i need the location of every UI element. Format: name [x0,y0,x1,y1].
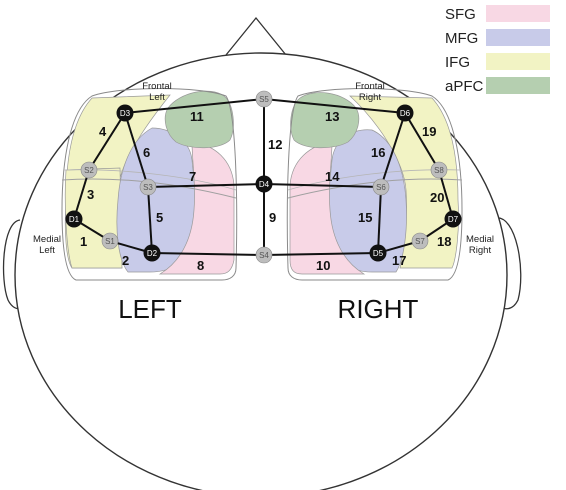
channel-line-13 [263,98,406,114]
legend-swatch-mfg [486,29,550,46]
svg-text:S6: S6 [376,183,386,192]
svg-text:D7: D7 [448,215,459,224]
detector-d5: D5 [369,244,387,262]
channel-number-7: 7 [189,169,196,184]
channel-line-8 [151,252,265,256]
channel-number-17: 17 [392,253,406,268]
legend-swatch-ifg [486,53,550,70]
left-mfg-region [116,127,197,273]
svg-text:S3: S3 [143,183,153,192]
channel-number-8: 8 [197,258,204,273]
svg-text:D6: D6 [400,109,411,118]
legend-swatch-apfc [486,77,550,94]
channel-line-4 [88,112,126,171]
medial-left-label-1: Medial [33,234,61,245]
nose-outline [225,16,287,56]
frontal-right-label-1: Frontal [355,81,385,92]
channel-line-14 [263,183,382,188]
region-labels: Frontal Left Frontal Right Medial Left M… [33,81,494,256]
legend-label-sfg: SFG [445,6,476,23]
detectors: D1 D2 D3 D4 D5 D6 D7 [65,104,462,262]
medial-left-label-2: Left [39,245,55,256]
channel-number-20: 20 [430,190,444,205]
channel-line-6 [124,112,149,188]
svg-text:S7: S7 [415,237,425,246]
source-s3: S3 [139,178,157,196]
source-s5: S5 [255,90,273,108]
svg-text:D5: D5 [373,249,384,258]
channel-number-5: 5 [156,210,163,225]
source-s1: S1 [101,232,119,250]
legend-swatch-sfg [486,5,550,22]
svg-text:D4: D4 [259,180,270,189]
source-s2: S2 [80,161,98,179]
channel-line-16 [380,112,406,188]
left-hemisphere-title: LEFT [118,294,182,324]
detector-d3: D3 [116,104,134,122]
source-s6: S6 [372,178,390,196]
channel-line-11 [124,98,265,114]
legend-label-mfg: MFG [445,30,478,47]
channel-number-16: 16 [371,145,385,160]
frontal-left-label-2: Left [149,92,165,103]
channel-number-18: 18 [437,234,451,249]
svg-text:S2: S2 [84,166,94,175]
detector-d4: D4 [255,175,273,193]
channel-number-11: 11 [190,109,204,124]
channel-number-6: 6 [143,145,150,160]
right-hemisphere-outline [286,88,463,281]
svg-text:D3: D3 [120,109,131,118]
channel-number-15: 15 [358,210,372,225]
channel-number-19: 19 [422,124,436,139]
source-s8: S8 [430,161,448,179]
channel-number-2: 2 [122,253,129,268]
svg-text:D2: D2 [147,249,158,258]
legend-label-ifg: IFG [445,54,470,71]
channel-numbers: 1 2 3 4 5 6 7 8 9 10 11 12 13 14 15 16 1… [80,109,451,273]
frontal-left-label-1: Frontal [142,81,172,92]
svg-text:S5: S5 [259,95,269,104]
source-s4: S4 [255,246,273,264]
channel-line-7 [147,183,265,188]
channel-number-13: 13 [325,109,339,124]
frontal-right-label-2: Right [359,92,382,103]
legend: SFG MFG IFG aPFC [445,5,550,95]
channel-number-9: 9 [269,210,276,225]
channel-line-3 [73,169,90,220]
channel-line-5 [147,186,153,254]
right-hemisphere-title: RIGHT [338,294,419,324]
channel-number-1: 1 [80,234,87,249]
sources: S1 S2 S3 S4 S5 S6 S7 S8 [80,90,448,264]
detector-d6: D6 [396,104,414,122]
channel-line-19 [404,112,440,171]
channel-number-3: 3 [87,187,94,202]
svg-text:D1: D1 [69,215,80,224]
channel-line-15 [377,186,382,254]
svg-text:S1: S1 [105,237,115,246]
detector-d1: D1 [65,210,83,228]
left-hemisphere-outline [61,88,238,281]
legend-label-apfc: aPFC [445,78,484,95]
channel-number-10: 10 [316,258,330,273]
medial-right-label-2: Right [469,245,492,256]
svg-text:S8: S8 [434,166,444,175]
medial-right-label-1: Medial [466,234,494,245]
detector-d2: D2 [143,244,161,262]
channel-number-12: 12 [268,137,282,152]
channel-number-14: 14 [325,169,340,184]
detector-d7: D7 [444,210,462,228]
channel-number-4: 4 [99,124,107,139]
channel-line-10 [263,252,379,256]
svg-text:S4: S4 [259,251,269,260]
source-s7: S7 [411,232,429,250]
